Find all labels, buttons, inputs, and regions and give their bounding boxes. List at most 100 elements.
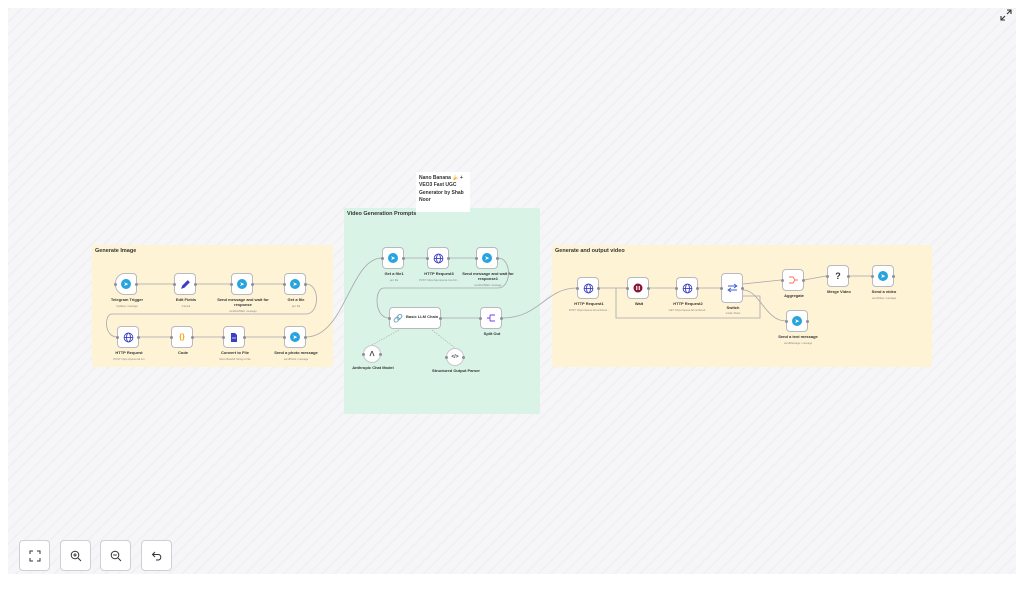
node-subtitle: POST: https://queue.fal.run <box>113 358 145 361</box>
node-structured-output-parser[interactable]: </> Structured Output Parser <box>432 348 480 373</box>
fit-view-button[interactable] <box>19 540 50 571</box>
connection-port-in[interactable] <box>114 282 117 286</box>
node-send-a-video[interactable]: ➤ Send a video sendVideo: message <box>871 265 896 300</box>
connection-port-out[interactable] <box>243 335 246 339</box>
connection-port-out[interactable] <box>402 256 405 260</box>
zoom-in-button[interactable] <box>60 540 91 571</box>
connection-port-in[interactable] <box>626 286 629 290</box>
pause-icon <box>628 278 648 298</box>
note-title[interactable]: Nano Banana 🍌 + VEO3 Fast UGC Generator … <box>416 172 470 212</box>
connection-port-out[interactable] <box>194 282 197 286</box>
node-wait[interactable]: Wait <box>626 277 650 306</box>
telegram-icon: ➤ <box>232 274 252 294</box>
connection-port-in[interactable] <box>283 282 286 286</box>
connection-port-in[interactable] <box>479 316 482 320</box>
node-telegram-trigger[interactable]: ➤ Telegram Trigger Updates: message <box>111 273 143 308</box>
connection-port-in[interactable] <box>381 256 384 260</box>
node-http-request3[interactable]: HTTP Request3 POST: https://api.openai.c… <box>419 247 459 282</box>
connection-port-out[interactable] <box>304 335 307 339</box>
connection-port-out[interactable] <box>647 286 650 290</box>
node-basic-llm-chain[interactable]: 🔗 Basic LLM Chain <box>388 307 442 329</box>
zoom-out-icon <box>110 550 121 561</box>
connection-port-in[interactable] <box>781 278 784 282</box>
node-label: Split Out <box>483 331 501 336</box>
node-aggregate[interactable]: Aggregate <box>781 269 805 298</box>
connection-port-out[interactable] <box>439 316 442 320</box>
connection-port-in[interactable] <box>230 282 233 286</box>
connection-port-out[interactable] <box>135 282 138 286</box>
node-http-request1[interactable]: HTTP Request1 POST: https://queue.fal.ru… <box>569 277 609 312</box>
connection-port-in[interactable] <box>826 274 829 278</box>
connection-port-in[interactable] <box>362 352 365 356</box>
fullscreen-icon[interactable] <box>1000 8 1014 22</box>
connection-port-out[interactable] <box>496 256 499 260</box>
connection-port-in[interactable] <box>173 282 176 286</box>
connection-port-in[interactable] <box>675 286 678 290</box>
aggregate-icon <box>783 270 803 290</box>
node-get-a-file1[interactable]: ➤ Get a file1 get: file <box>381 247 405 282</box>
node-send-photo-message[interactable]: ➤ Send a photo message sendPhoto: messag… <box>274 326 318 361</box>
connection-port-in[interactable] <box>283 335 286 339</box>
globe-icon <box>578 278 598 298</box>
connection-port-out[interactable] <box>191 335 194 339</box>
node-label: Wait <box>634 301 644 306</box>
node-split-out[interactable]: Split Out <box>479 307 503 336</box>
connection-port-out[interactable] <box>447 256 450 260</box>
node-send-text-message[interactable]: ➤ Send a text message sendMessage: messa… <box>778 310 818 345</box>
zoom-out-button[interactable] <box>100 540 131 571</box>
node-subtitle: sendVideo: message <box>871 297 897 300</box>
connection-port-out[interactable] <box>462 355 465 359</box>
connection-port-in[interactable] <box>445 355 448 359</box>
connection-port-out[interactable] <box>847 274 850 278</box>
node-send-message-wait[interactable]: ➤ Send message and wait for response sen… <box>217 273 269 313</box>
connection-port-out[interactable] <box>806 319 809 323</box>
node-convert-to-file[interactable]: Convert to File Move Base64 String to Fi… <box>219 326 251 361</box>
connection-port-out[interactable] <box>696 286 699 290</box>
connection-port-out[interactable] <box>500 316 503 320</box>
connection-port-in[interactable] <box>785 319 788 323</box>
connection-port-out[interactable] <box>137 335 140 339</box>
node-merge-video[interactable]: ? Merge Video <box>826 265 851 294</box>
connection-port-in[interactable] <box>222 335 225 339</box>
node-anthropic-chat-model[interactable]: ᐱ Anthropic Chat Model <box>352 345 394 370</box>
connection-port-in[interactable] <box>871 274 874 278</box>
workflow-canvas[interactable]: Generate Image Video Generation Prompts … <box>8 8 1016 574</box>
connection-port-out[interactable] <box>802 278 805 282</box>
connection-port-out[interactable] <box>597 286 600 290</box>
connection-port-in[interactable] <box>170 335 173 339</box>
node-subtitle: sendMessage: message <box>783 342 813 345</box>
node-subtitle: GET: https://queue.fal.run/fal-ai/... <box>668 309 708 312</box>
node-subtitle: POST: https://queue.fal.run/fal-ai/... <box>568 309 610 312</box>
node-http-request2[interactable]: HTTP Request2 GET: https://queue.fal.run… <box>669 277 707 312</box>
node-label: Send message and wait for response1 <box>462 271 514 281</box>
code-icon: {} <box>179 333 185 341</box>
node-label: Switch <box>726 305 740 310</box>
node-send-message-wait1[interactable]: ➤ Send message and wait for response1 se… <box>462 247 514 287</box>
connection-port-in[interactable] <box>426 256 429 260</box>
connection-port-out[interactable] <box>379 352 382 356</box>
connection-port-in[interactable] <box>388 316 391 320</box>
connection-port-out[interactable] <box>304 282 307 286</box>
connection-port-out[interactable] <box>892 274 895 278</box>
node-subtitle: sendAndWait: message <box>229 310 257 313</box>
node-subtitle: POST: https://api.openai.com/v1/... <box>419 279 459 282</box>
node-code[interactable]: {} Code <box>170 326 194 355</box>
connection-port-in[interactable] <box>720 286 723 290</box>
connection-port-out[interactable] <box>741 286 744 290</box>
node-get-a-file[interactable]: ➤ Get a file get: file <box>283 273 307 308</box>
reset-zoom-button[interactable] <box>141 540 172 571</box>
node-label: Send a photo message <box>274 350 318 355</box>
sticky-generate-output[interactable]: Generate and output video <box>552 245 932 367</box>
sticky-title: Video Generation Prompts <box>347 211 417 217</box>
sticky-video-prompts[interactable]: Video Generation Prompts <box>344 208 540 414</box>
connection-port-in[interactable] <box>116 335 119 339</box>
node-http-request[interactable]: HTTP Request POST: https://queue.fal.run <box>113 326 145 361</box>
node-label: Send a text message <box>778 334 818 339</box>
node-label: Aggregate <box>784 293 804 298</box>
node-switch[interactable]: Switch mode: Rules <box>720 273 744 315</box>
connection-port-out[interactable] <box>251 282 254 286</box>
connection-port-in[interactable] <box>475 256 478 260</box>
node-edit-fields[interactable]: Edit Fields manual <box>173 273 197 308</box>
connection-port-in[interactable] <box>576 286 579 290</box>
switch-icon <box>722 274 742 302</box>
